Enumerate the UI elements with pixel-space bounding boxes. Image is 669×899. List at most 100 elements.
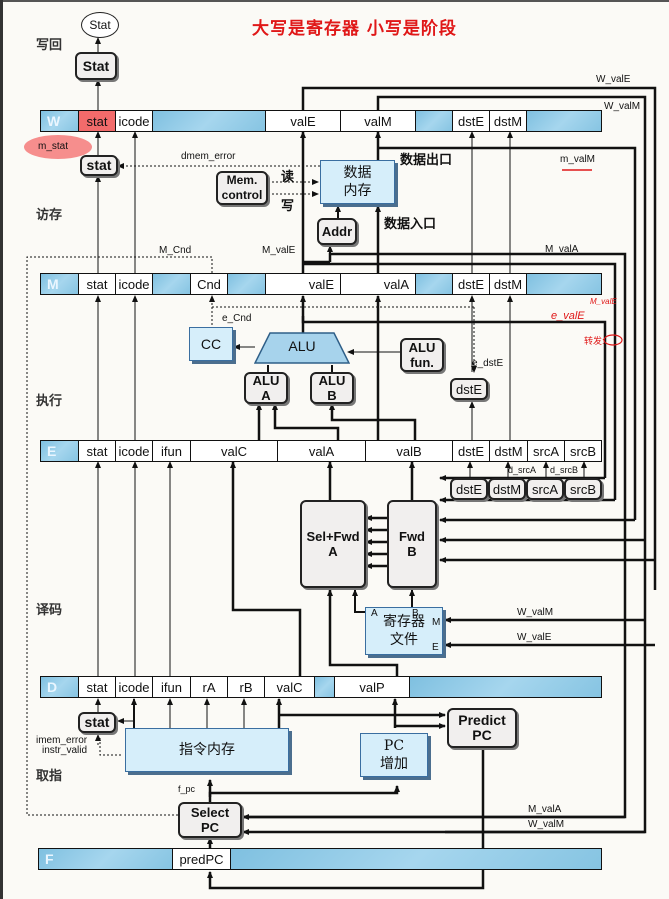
M-dstE-field: dstE [453, 274, 490, 294]
M-blank [153, 274, 191, 294]
register-letter-E: E [41, 441, 79, 461]
E-dstE-field: dstE [453, 441, 490, 461]
label-dmem-error: dmem_error [181, 151, 236, 162]
E-stat-field: stat [79, 441, 116, 461]
M-dstM-field: dstM [490, 274, 527, 294]
d-srcA-box: srcA [526, 478, 564, 500]
M-blank [527, 274, 601, 294]
alu-a-mux: ALU A [244, 372, 288, 404]
mem-control-box: Mem. control [216, 171, 268, 205]
data-memory-unit: 数据 内存 [320, 160, 395, 204]
D-ifun-field: ifun [153, 677, 191, 697]
W-blank [153, 111, 266, 131]
E-valC-field: valC [191, 441, 278, 461]
register-file-label: 寄存器 文件 [383, 614, 425, 648]
label-M-valA-fetch: M_valA [528, 804, 562, 815]
m-stat-annotation: m_stat [38, 141, 69, 152]
F-predPC-field: predPC [173, 849, 231, 869]
label-m-valM: m_valM [560, 154, 596, 165]
pipeline-register-D: D stat icode ifun rA rB valC valP [40, 676, 602, 698]
label-write: 写 [281, 199, 295, 214]
stage-label-memory: 访存 [36, 208, 63, 223]
wire-M-valE-fwd [303, 262, 617, 500]
pipeline-register-F: F predPC [38, 848, 602, 870]
D-rB-field: rB [228, 677, 265, 697]
d-dstE-box: dstE [450, 478, 488, 500]
label-W-valE-decode: W_valE [517, 632, 552, 643]
stage-label-fetch: 取指 [36, 769, 63, 784]
condition-codes-box: CC [189, 327, 233, 361]
F-blank [231, 849, 601, 869]
pipeline-register-E: E stat icode ifun valC valA valB dstE ds… [40, 440, 602, 462]
E-srcA-field: srcA [528, 441, 565, 461]
wire-m-valM [378, 146, 637, 520]
W-dstE-field: dstE [453, 111, 490, 131]
label-W-valM: W_valM [604, 101, 641, 112]
label-W-valE: W_valE [596, 74, 631, 85]
W-blank [416, 111, 453, 131]
label-d-srcA: d_srcA [508, 465, 537, 475]
regfile-port-B: B [412, 608, 419, 619]
label-data-in: 数据入口 [384, 217, 437, 232]
D-icode-field: icode [116, 677, 153, 697]
handwritten-M-valE-note: M_valE [590, 297, 617, 306]
D-stat-field: stat [79, 677, 116, 697]
label-read: 读 [281, 170, 295, 185]
D-blank [410, 677, 601, 697]
W-icode-field: icode [116, 111, 153, 131]
label-data-out: 数据出口 [400, 153, 453, 168]
f-stat-box: stat [78, 712, 116, 733]
stage-label-decode: 译码 [36, 603, 63, 618]
sel-fwd-a-unit: Sel+Fwd A [300, 500, 366, 588]
d-srcB-box: srcB [564, 478, 602, 500]
alu-b-mux: ALU B [310, 372, 354, 404]
register-letter-M: M [41, 274, 79, 294]
M-blank [228, 274, 266, 294]
label-e-dstE: e_dstE [472, 358, 504, 369]
W-valE-field: valE [266, 111, 341, 131]
M-valA-field: valA [341, 274, 416, 294]
label-f-pc: f_pc [178, 784, 196, 794]
regfile-port-A: A [371, 608, 378, 619]
handwritten-e-valE-note: e_valE [551, 310, 585, 322]
wire-W-valE [301, 86, 657, 590]
E-srcB-field: srcB [565, 441, 601, 461]
label-d-srcB: d_srcB [550, 465, 579, 475]
E-valA-field: valA [278, 441, 366, 461]
d-dstM-box: dstM [488, 478, 526, 500]
label-instr-valid: instr_valid [42, 745, 88, 756]
stage-label-writeback: 写回 [36, 38, 63, 53]
regfile-port-E: E [432, 642, 439, 653]
register-file-unit: 寄存器 文件 [365, 607, 443, 655]
M-Cnd-field: Cnd [191, 274, 228, 294]
stage-label-execute: 执行 [36, 394, 63, 409]
E-icode-field: icode [116, 441, 153, 461]
label-imem-error: imem_error [36, 735, 88, 746]
addr-select-box: Addr [317, 218, 357, 245]
M-icode-field: icode [116, 274, 153, 294]
label-M-valE: M_valE [262, 245, 296, 256]
frame-top-border [0, 0, 669, 2]
m-stat-highlight-oval [24, 135, 92, 159]
label-M-Cnd: M_Cnd [159, 245, 192, 256]
pipeline-register-W: W stat icode valE valM dstE dstM [40, 110, 602, 132]
predict-pc-unit: Predict PC [447, 708, 517, 748]
alu-fun-box: ALU fun. [400, 338, 444, 372]
D-rA-field: rA [191, 677, 228, 697]
D-valP-field: valP [335, 677, 410, 697]
handwritten-bypass-note: 转发: [584, 336, 605, 346]
D-blank [315, 677, 335, 697]
regfile-port-M: M [432, 617, 441, 628]
frame-left-border [0, 0, 3, 899]
W-valM-field: valM [341, 111, 416, 131]
M-stat-field: stat [79, 274, 116, 294]
label-W-valM-fetch: W_valM [528, 819, 565, 830]
W-blank [527, 111, 601, 131]
bypass-note-circle [603, 334, 623, 346]
alu-label: ALU [288, 338, 316, 354]
stat-register-box: Stat [75, 52, 117, 80]
E-ifun-field: ifun [153, 441, 191, 461]
D-valC-field: valC [265, 677, 315, 697]
alu-shape [254, 332, 350, 364]
